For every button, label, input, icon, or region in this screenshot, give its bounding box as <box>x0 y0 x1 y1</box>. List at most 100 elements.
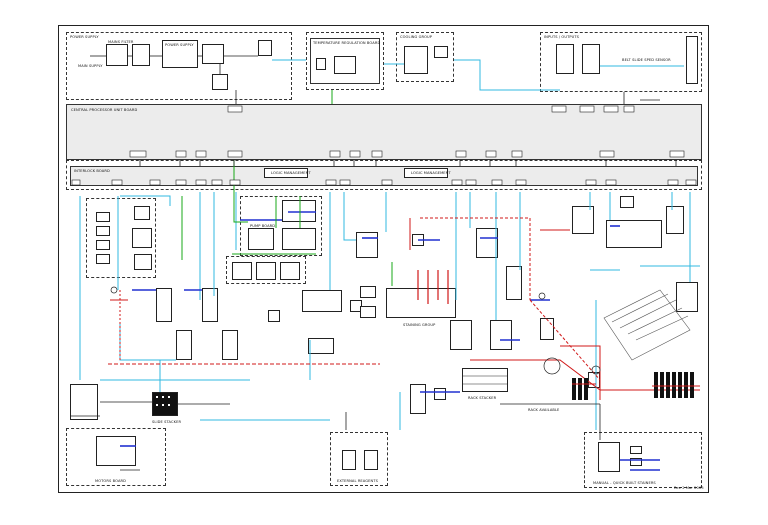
external-reagent-2 <box>364 450 378 470</box>
temp-sensor <box>316 58 326 70</box>
staining-sensor-1 <box>360 286 376 298</box>
cooling-unit <box>404 46 428 74</box>
interlock-board-title: INTERLOCK BOARD <box>74 169 110 173</box>
serial-port <box>134 254 152 270</box>
external-reagents-block: EXTERNAL REAGENTS <box>330 432 388 486</box>
power-supply-title: POWER SUPPLY <box>70 35 99 39</box>
rack-stacker-label: RACK STACKER <box>468 396 497 400</box>
cyan-wires <box>79 59 700 430</box>
motor-board-2 <box>202 288 218 322</box>
motor-board-8 <box>506 266 522 300</box>
motor-board-3 <box>176 330 192 360</box>
inputs-outputs-block: INPUTS / OUTPUTS <box>540 32 702 92</box>
psu-relay <box>258 40 272 56</box>
processor-module <box>302 290 342 312</box>
inputs-outputs-title: INPUTS / OUTPUTS <box>544 35 580 39</box>
motor-reel-2 <box>256 262 276 280</box>
fp-button-1 <box>96 212 110 222</box>
motor-board-10 <box>490 320 512 350</box>
cooling-fan <box>434 46 448 58</box>
motors-board <box>96 436 136 466</box>
psu-label: POWER SUPPLY <box>165 43 194 47</box>
mains-filter: MAINS FILTER <box>106 40 133 66</box>
external-reagents-title: EXTERNAL REAGENTS <box>337 479 379 483</box>
cpu-connectors <box>129 105 685 158</box>
psu-output <box>202 44 224 64</box>
motor-board-4 <box>222 330 238 360</box>
motor-reel-block <box>226 256 306 284</box>
staining-group-label: STAINING GROUP <box>403 323 436 327</box>
cpu-board: CENTRAL PROCESSOR UNIT BOARD <box>66 104 702 160</box>
slide-tray <box>603 289 691 361</box>
round-components <box>110 286 601 375</box>
temp-regulation-block <box>306 32 384 90</box>
cpu-board-title: CENTRAL PROCESSOR UNIT BOARD <box>71 108 138 112</box>
logic-management-2: LOGIC MANAGEMENT <box>404 168 451 178</box>
io-module-1 <box>556 44 574 74</box>
motor-reel-1 <box>232 262 252 280</box>
right-sensor-1 <box>620 196 634 208</box>
green-wires <box>181 90 393 286</box>
rack-stripes <box>462 375 508 385</box>
main-supply-label: MAIN SUPPLY <box>78 64 103 68</box>
interlock-connectors <box>71 179 697 186</box>
manual-stainers-title: MANUAL - QUICK BUILT STAINERS <box>593 481 656 485</box>
manual-stainer-board <box>598 442 620 472</box>
motors-board-title: MOTORS BOARD <box>95 479 126 483</box>
temp-controller <box>334 56 356 74</box>
logic-management-1-label: LOGIC MANAGEMENT <box>271 171 311 175</box>
temp-board-title: TEMPERATURE REGULATION BOARD <box>313 41 381 45</box>
staining-group: STAINING GROUP <box>386 288 456 327</box>
manual-stainers-block: MANUAL - QUICK BUILT STAINERS <box>584 432 702 488</box>
conveyor-red-lines <box>572 383 700 387</box>
manual-stainer-1 <box>630 446 642 454</box>
slide-stacker-label: SLIDE STACKER <box>152 420 182 424</box>
pump-board-label: PUMP BOARD <box>250 224 276 228</box>
slide-stacker-grid <box>156 396 170 406</box>
fp-button-2 <box>96 226 110 236</box>
barcode-reader <box>132 228 152 248</box>
interlock-board: INTERLOCK BOARD <box>70 166 698 186</box>
ext-lamp <box>134 206 150 220</box>
user-sensor <box>686 36 698 84</box>
cooling-group-block: COOLING GROUP <box>396 32 454 82</box>
pump-module-1 <box>282 200 316 222</box>
motors-board-block: MOTORS BOARD <box>66 428 166 486</box>
motor-board-12 <box>572 206 594 234</box>
heater-module <box>308 338 334 354</box>
pump-board-block <box>240 196 322 256</box>
cooling-group-title: COOLING GROUP <box>400 35 433 39</box>
reagent-bottle-bank <box>606 220 662 248</box>
black-wires <box>70 55 677 471</box>
motor-board-9 <box>450 320 472 350</box>
motor-board-5 <box>268 310 280 322</box>
blue-wires <box>120 211 660 471</box>
red-wires <box>108 217 700 400</box>
fp-button-4 <box>96 254 110 264</box>
power-supply-block: POWER SUPPLY <box>66 32 292 100</box>
belt-sensor-label: BELT SLIDE SPED SENSOR <box>622 58 671 62</box>
motor-board-13 <box>666 206 684 234</box>
pump-board: PUMP BOARD <box>248 224 275 250</box>
motor-board-7 <box>476 228 498 258</box>
manual-stainer-2 <box>630 458 642 466</box>
conveyor-bars <box>572 372 694 400</box>
rack-stacker <box>462 368 508 392</box>
revision-label: Rev 2 Mar 2005 <box>674 486 704 490</box>
interlock-board-block <box>66 160 702 190</box>
motors-board-left <box>70 384 98 420</box>
motor-board-14 <box>676 282 698 312</box>
staining-probes <box>417 270 449 304</box>
io-module-2 <box>582 44 600 74</box>
rack-available-label: RACK AVAILABLE <box>528 408 560 412</box>
mains-filter-label: MAINS FILTER <box>108 40 134 44</box>
logic-management-1: LOGIC MANAGEMENT <box>264 168 311 178</box>
motor-reel-3 <box>280 262 300 280</box>
staining-sensor-2 <box>360 306 376 318</box>
rack-sensor <box>434 388 446 400</box>
external-reagent-1 <box>342 450 356 470</box>
logic-management-2-label: LOGIC MANAGEMENT <box>411 171 451 175</box>
psu-fuse <box>212 74 228 90</box>
mains-switch <box>132 44 150 66</box>
